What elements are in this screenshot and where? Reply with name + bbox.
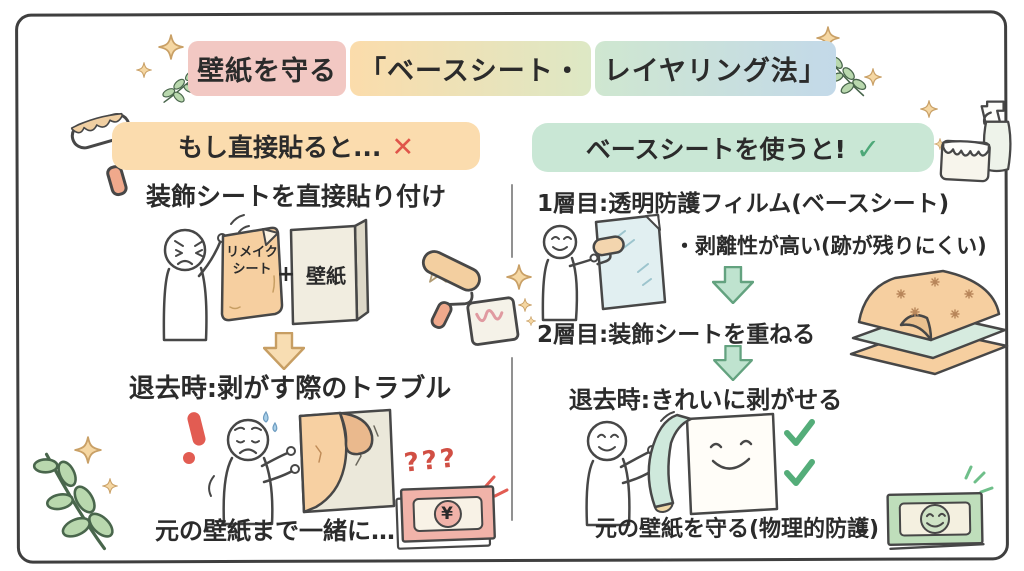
leaf-branch-icon <box>22 443 123 557</box>
money-trouble-illustration: ??? ¥ <box>394 443 512 550</box>
left-column-header: もし直接貼ると... ✕ <box>112 122 480 170</box>
wallpaper-label: 壁紙 <box>306 264 346 288</box>
left-step1-text: 装飾シートを直接貼り付け <box>145 182 446 211</box>
direct-apply-illustration: リメイク シート + 壁紙 <box>133 212 378 346</box>
money-safe-illustration <box>878 462 1003 557</box>
title-part-orange-green: 「ベースシート・ <box>350 41 591 96</box>
remake-sheet-label: リメイク シート <box>226 245 278 277</box>
title-part-green-blue: レイヤリング法」 <box>594 41 836 96</box>
right-step-text: 退去時:きれいに剥がせる <box>568 386 843 414</box>
peel-trouble-illustration <box>148 406 400 528</box>
clean-peel-illustration <box>585 411 815 527</box>
sparkle-icon <box>102 478 118 494</box>
plus-sign: + <box>276 262 296 287</box>
left-header-label: もし直接貼ると... <box>177 133 382 162</box>
apply-film-illustration <box>541 213 667 322</box>
exclamation-icon <box>183 412 206 464</box>
checkmark-icon <box>784 419 815 486</box>
check-mark-icon: ✓ <box>855 131 881 166</box>
layered-sheets-illustration <box>849 269 1009 376</box>
layer2-text: 2層目:装飾シートを重ねる <box>537 322 816 348</box>
right-caption-text: 元の壁紙を守る(物理的防護) <box>594 517 880 542</box>
left-step2-text: 退去時:剥がす際のトラブル <box>128 374 452 404</box>
yen-symbol: ¥ <box>441 504 453 524</box>
spray-bottle-bucket-icon <box>939 100 1012 183</box>
down-arrow-icon <box>262 332 306 370</box>
divider-top <box>511 184 513 258</box>
right-header-label: ベースシートを使うと! <box>585 134 846 164</box>
down-arrow-icon <box>712 345 754 381</box>
divider-bottom <box>511 357 513 521</box>
down-arrow-icon <box>712 266 754 304</box>
right-column-header: ベースシートを使うと! ✓ <box>532 123 934 172</box>
left-caption-text: 元の壁紙まで一緒に… <box>155 517 395 545</box>
title-part-pink: 壁紙を守る <box>188 41 347 96</box>
yen-bill-icon <box>395 475 509 550</box>
page-title: 壁紙を守る「ベースシート・レイヤリング法」 <box>0 41 1024 96</box>
smiley-bill-icon <box>886 465 994 550</box>
roller-bucket-icon <box>421 250 520 346</box>
bullet-text: ・剥離性が高い(跡が残りにくい) <box>674 234 987 258</box>
x-mark-icon: ✕ <box>391 131 415 163</box>
sparkle-icon <box>74 436 102 464</box>
sparkle-icon <box>526 316 536 326</box>
peel-trouble-drawing <box>183 408 396 526</box>
direct-apply-drawing <box>162 214 370 342</box>
layer1-text: 1層目:透明防護フィルム(ベースシート) <box>537 191 950 217</box>
